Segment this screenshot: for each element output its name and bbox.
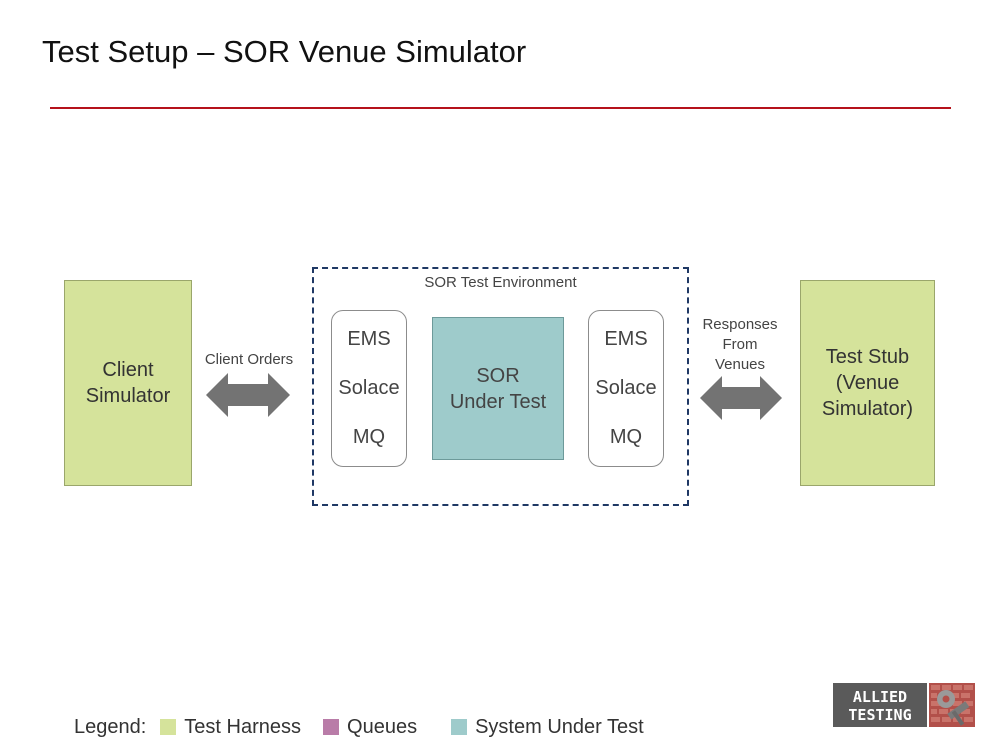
responses-double-arrow [700, 376, 782, 420]
allied-testing-logo: ALLIED TESTING [833, 683, 975, 727]
legend-swatch-queues [323, 719, 340, 735]
queue-solace-left: Solace [338, 377, 400, 399]
logo-line2: TESTING [848, 706, 911, 724]
legend-label-test-harness: Test Harness [184, 715, 302, 738]
client-simulator-box: Client Simulator [64, 280, 192, 486]
legend-swatch-test-harness [160, 719, 177, 735]
client-simulator-label: Client Simulator [85, 359, 171, 407]
legend-item-system-under-test: System Under Test [451, 716, 644, 739]
queue-ems-left: EMS [347, 328, 391, 350]
legend-label-system-under-test: System Under Test [475, 715, 644, 738]
slide-title: Test Setup – SOR Venue Simulator [42, 34, 527, 69]
sor-test-environment-label: SOR Test Environment [424, 274, 577, 291]
legend-swatch-system-under-test [451, 719, 468, 735]
legend-item-test-harness: Test Harness [160, 716, 301, 739]
legend-prefix: Legend: [74, 715, 147, 738]
title-divider [50, 107, 951, 109]
queues-left-box: EMS Solace MQ [331, 310, 407, 467]
queue-mq-right: MQ [609, 426, 643, 448]
sor-under-test-label: SOR Under Test [449, 364, 547, 413]
gear-icon [937, 690, 955, 708]
queue-solace-right: Solace [595, 377, 657, 399]
test-stub-box: Test Stub (Venue Simulator) [800, 280, 935, 486]
queue-ems-right: EMS [604, 328, 648, 350]
legend-label-queues: Queues [347, 715, 418, 738]
logo-line1: ALLIED [853, 688, 907, 706]
legend-item-queues: Queues [323, 716, 417, 739]
client-orders-double-arrow [206, 373, 290, 417]
queues-right-box: EMS Solace MQ [588, 310, 664, 467]
legend: Legend: Test Harness Queues System Under… [74, 714, 644, 740]
responses-from-venues-label: Responses From Venues [702, 316, 778, 373]
sor-test-environment-boundary [312, 267, 689, 506]
client-orders-label: Client Orders [204, 351, 294, 368]
queue-mq-left: MQ [352, 426, 386, 448]
hammer-icon [947, 701, 970, 726]
sor-under-test-box: SOR Under Test [432, 317, 564, 460]
test-stub-label: Test Stub (Venue Simulator) [821, 346, 914, 420]
